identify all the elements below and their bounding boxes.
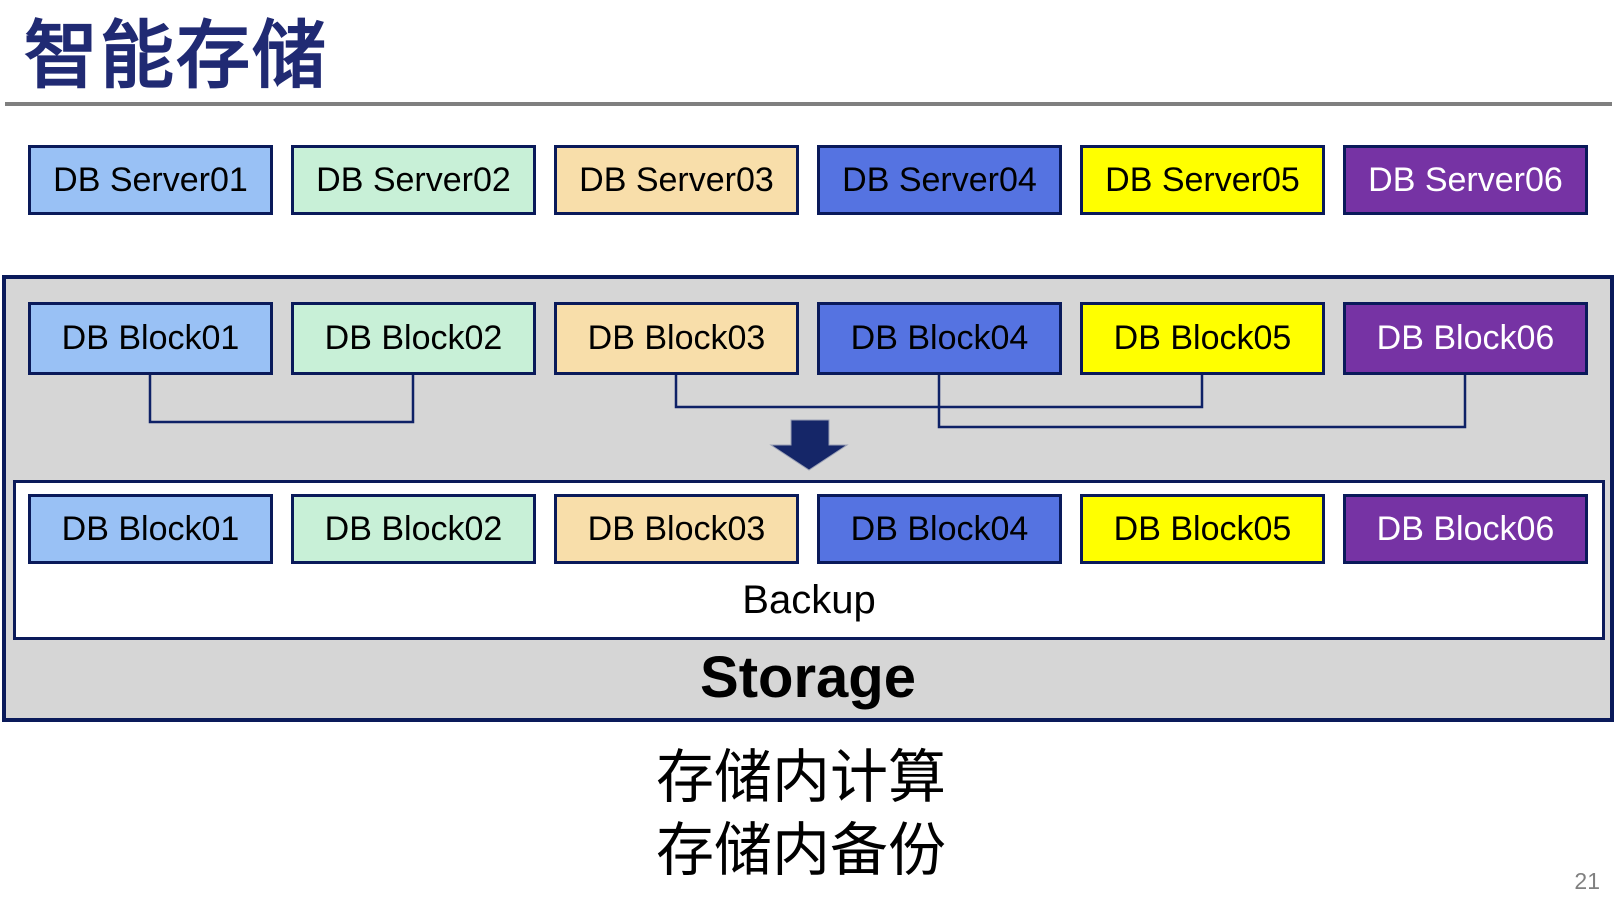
backup-container-box	[13, 480, 1605, 640]
db-server-box-04: DB Server04	[817, 145, 1062, 215]
db-block-bottom-04: DB Block04	[817, 494, 1062, 564]
db-server-box-05: DB Server05	[1080, 145, 1325, 215]
db-server-box-03: DB Server03	[554, 145, 799, 215]
db-block-bottom-05: DB Block05	[1080, 494, 1325, 564]
db-server-box-01: DB Server01	[28, 145, 273, 215]
db-block-bottom-01: DB Block01	[28, 494, 273, 564]
db-block-top-05: DB Block05	[1080, 302, 1325, 375]
storage-label: Storage	[700, 645, 916, 710]
page-number: 21	[1574, 868, 1600, 894]
db-server-box-02: DB Server02	[291, 145, 536, 215]
db-server-box-06: DB Server06	[1343, 145, 1588, 215]
caption-text: 存储内计算 存储内备份	[656, 741, 946, 887]
db-block-top-01: DB Block01	[28, 302, 273, 375]
db-block-top-02: DB Block02	[291, 302, 536, 375]
db-block-bottom-02: DB Block02	[291, 494, 536, 564]
db-block-top-04: DB Block04	[817, 302, 1062, 375]
backup-label: Backup	[742, 578, 876, 622]
db-block-bottom-06: DB Block06	[1343, 494, 1588, 564]
db-block-bottom-03: DB Block03	[554, 494, 799, 564]
page-title: 智能存储	[24, 14, 328, 97]
caption-line-2: 存储内备份	[656, 818, 947, 883]
title-divider	[5, 102, 1612, 106]
db-block-top-03: DB Block03	[554, 302, 799, 375]
db-block-top-06: DB Block06	[1343, 302, 1588, 375]
caption-line-1: 存储内计算	[656, 745, 947, 810]
